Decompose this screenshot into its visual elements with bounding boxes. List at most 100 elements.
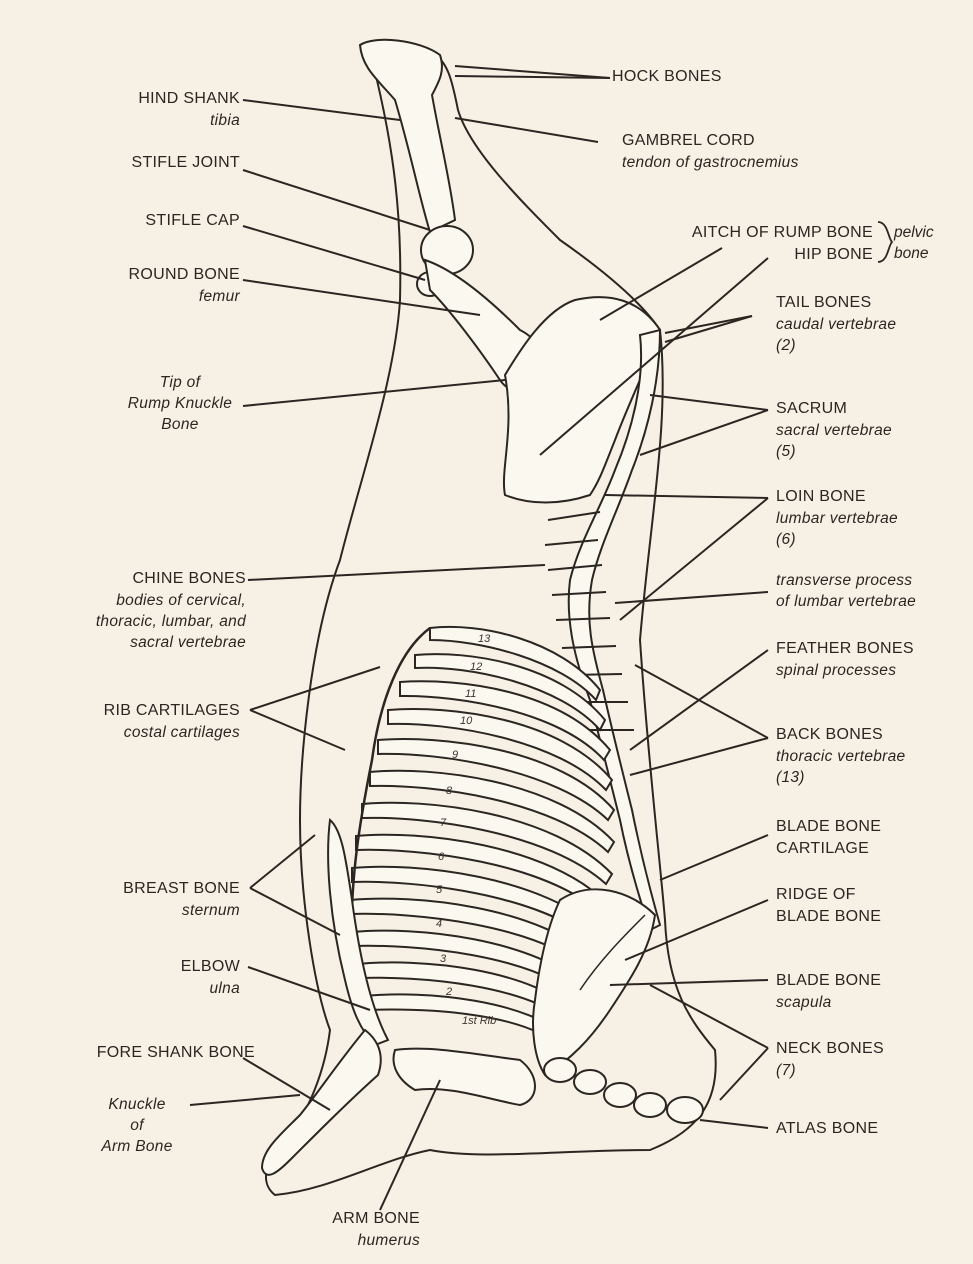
atlas-bone-title: ATLAS BONE [776,1118,878,1140]
ridge-blade-title: RIDGE OF [776,884,881,906]
label-fore-shank: FORE SHANK BONE [97,1042,255,1064]
label-hock-bones: HOCK BONES [612,66,722,88]
neck-vertebrae [544,1058,703,1123]
feather-bones-sub: spinal processes [776,660,914,681]
pelvic-bone-line2: bone [894,243,934,264]
label-atlas-bone: ATLAS BONE [776,1118,878,1140]
rib-number: 13 [478,633,491,645]
chine-bones-sub2: thoracic, lumbar, and [96,611,246,632]
blade-bone-sub: scapula [776,992,881,1013]
knuckle-arm-line1: Knuckle [82,1094,192,1115]
rib-cartilages-sub: costal cartilages [104,722,240,743]
label-hind-shank: HIND SHANK tibia [138,88,240,131]
arm-bone-title: ARM BONE [332,1208,420,1230]
hip-bone-title: HIP BONE [794,244,873,266]
loin-bone-sub2: (6) [776,529,898,550]
back-bones-title: BACK BONES [776,724,905,746]
label-blade-bone: BLADE BONE scapula [776,970,881,1013]
label-pelvic-bone: pelvic bone [894,222,934,264]
label-knuckle-arm: Knuckle of Arm Bone [82,1094,192,1157]
blade-bone-title: BLADE BONE [776,970,881,992]
rib-number: 11 [465,688,476,700]
blade-cartilage-title2: CARTILAGE [776,838,881,860]
pelvic-brace [878,222,892,262]
transverse-line2: of lumbar vertebrae [776,591,916,612]
rib-number: 9 [452,749,458,761]
label-aitch-bone: AITCH OF RUMP BONE [692,222,873,244]
label-chine-bones: CHINE BONES bodies of cervical, thoracic… [96,568,246,653]
elbow-sub: ulna [181,978,240,999]
hind-shank-title: HIND SHANK [138,88,240,110]
ridge-blade-title2: BLADE BONE [776,906,881,928]
loin-bone-title: LOIN BONE [776,486,898,508]
label-arm-bone: ARM BONE humerus [332,1208,420,1251]
label-feather-bones: FEATHER BONES spinal processes [776,638,914,681]
blade-cartilage-title: BLADE BONE [776,816,881,838]
rib-number: 10 [460,715,473,727]
rib-number: 1st Rib [462,1015,496,1027]
label-stifle-joint: STIFLE JOINT [132,152,241,174]
label-hip-bone: HIP BONE [794,244,873,266]
breast-bone-title: BREAST BONE [123,878,240,900]
label-rump-knuckle: Tip of Rump Knuckle Bone [105,372,255,435]
sacrum-title: SACRUM [776,398,892,420]
knuckle-arm-line2: of [82,1115,192,1136]
sacrum-sub: sacral vertebrae [776,420,892,441]
tail-bones-title: TAIL BONES [776,292,896,314]
chine-bones-sub: bodies of cervical, [96,590,246,611]
label-neck-bones: NECK BONES (7) [776,1038,884,1081]
transverse-line1: transverse process [776,570,916,591]
chine-bones-title: CHINE BONES [96,568,246,590]
rib-number: 8 [446,785,453,797]
label-sacrum: SACRUM sacral vertebrae (5) [776,398,892,462]
gambrel-cord-title: GAMBREL CORD [622,130,799,152]
round-bone-sub: femur [129,286,240,307]
knuckle-arm-line3: Arm Bone [82,1136,192,1157]
gambrel-cord-sub: tendon of gastrocnemius [622,152,799,173]
humerus-bone [394,1049,535,1105]
rump-knuckle-line1: Tip of [105,372,255,393]
label-back-bones: BACK BONES thoracic vertebrae (13) [776,724,905,788]
round-bone-title: ROUND BONE [129,264,240,286]
fore-shank-title: FORE SHANK BONE [97,1042,255,1064]
scapula-bone [533,889,655,1075]
rib-number: 4 [436,918,442,930]
tail-bones-sub: caudal vertebrae [776,314,896,335]
hind-shank-sub: tibia [138,110,240,131]
tail-bones-sub2: (2) [776,335,896,356]
feather-bones-title: FEATHER BONES [776,638,914,660]
stifle-cap-title: STIFLE CAP [145,210,240,232]
label-loin-bone: LOIN BONE lumbar vertebrae (6) [776,486,898,550]
label-stifle-cap: STIFLE CAP [145,210,240,232]
hock-bones-title: HOCK BONES [612,66,722,88]
tibia-bone [360,40,455,232]
fore-shank-bone [262,1030,381,1175]
rib-number: 6 [438,851,445,863]
neck-bones-sub: (7) [776,1060,884,1081]
label-round-bone: ROUND BONE femur [129,264,240,307]
rump-knuckle-line3: Bone [105,414,255,435]
aitch-bone-title: AITCH OF RUMP BONE [692,222,873,244]
label-gambrel-cord: GAMBREL CORD tendon of gastrocnemius [622,130,799,173]
rump-knuckle-line2: Rump Knuckle [105,393,255,414]
loin-bone-sub: lumbar vertebrae [776,508,898,529]
elbow-title: ELBOW [181,956,240,978]
label-tail-bones: TAIL BONES caudal vertebrae (2) [776,292,896,356]
stifle-joint-title: STIFLE JOINT [132,152,241,174]
label-transverse-process: transverse process of lumbar vertebrae [776,570,916,612]
back-bones-sub2: (13) [776,767,905,788]
label-ridge-blade: RIDGE OF BLADE BONE [776,884,881,928]
neck-bones-title: NECK BONES [776,1038,884,1060]
rib-number: 2 [445,986,452,998]
rib-number: 3 [440,953,447,965]
rib-number: 5 [436,884,443,896]
rib-cartilages-title: RIB CARTILAGES [104,700,240,722]
chine-bones-sub3: sacral vertebrae [96,632,246,653]
pelvic-bone-line1: pelvic [894,222,934,243]
arm-bone-sub: humerus [332,1230,420,1251]
sacrum-sub2: (5) [776,441,892,462]
rib-number: 7 [440,817,447,829]
label-breast-bone: BREAST BONE sternum [123,878,240,921]
label-elbow: ELBOW ulna [181,956,240,999]
